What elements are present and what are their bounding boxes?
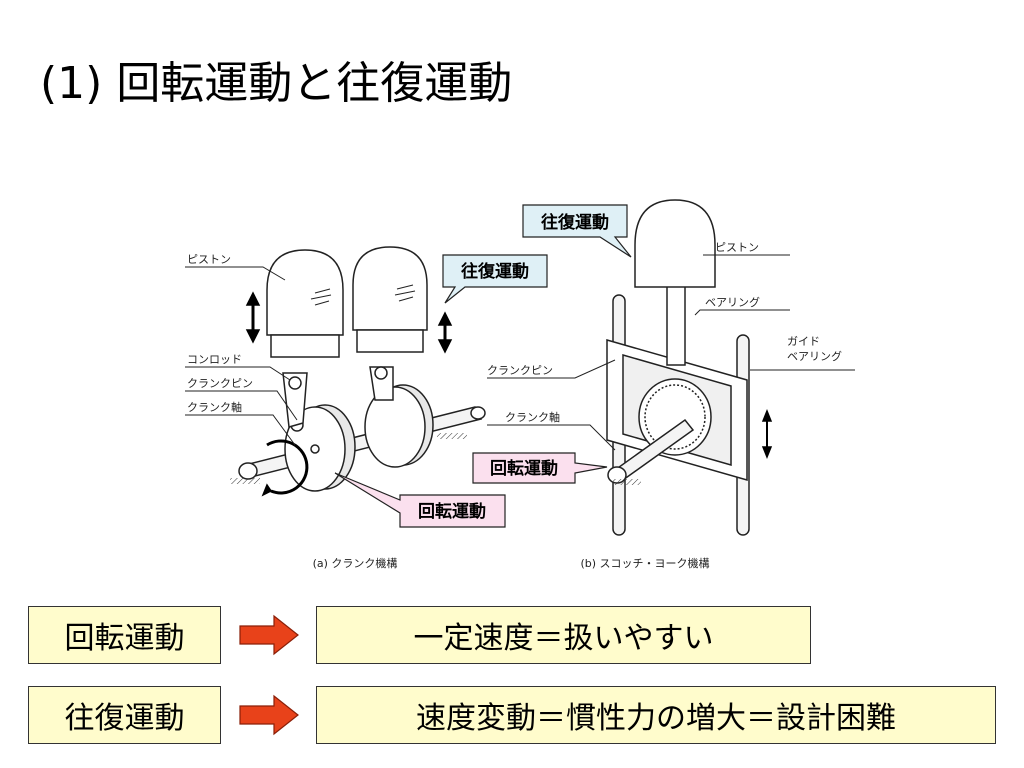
- label-piston-b: ピストン: [715, 241, 759, 254]
- mechanism-diagram: 往復運動 回転運動 ピストン コンロッド クランクピン クランク軸 (a) クラ…: [185, 199, 855, 570]
- label-crankshaft-b: クランク軸: [505, 410, 560, 424]
- motion-box-reciprocating: 往復運動: [28, 686, 221, 744]
- result-box-reciprocating: 速度変動＝慣性力の増大＝設計困難: [316, 686, 996, 744]
- callout-rotation-a: 回転運動: [334, 472, 506, 528]
- callout-rotation-b-text: 回転運動: [490, 458, 558, 479]
- label-guide: ガイド: [787, 335, 820, 348]
- callout-rotation-b: 回転運動: [472, 452, 608, 484]
- label-bearing-b: ベアリング: [705, 295, 760, 309]
- callout-reciprocating-b: 往復運動: [522, 204, 632, 258]
- mechanism-figure: 往復運動 回転運動 ピストン コンロッド クランクピン クランク軸 (a) クラ…: [175, 195, 865, 585]
- crank-mechanism-drawing: [185, 246, 486, 497]
- label-conrod: コンロッド: [187, 353, 242, 366]
- callout-reciprocating-a: 往復運動: [442, 254, 548, 304]
- right-arrow-icon: [239, 694, 299, 736]
- callout-reciprocating-b-text: 往復運動: [541, 212, 609, 233]
- label-guide-bearing: ベアリング: [787, 349, 842, 363]
- caption-scotch-yoke: (b) スコッチ・ヨーク機構: [580, 556, 709, 570]
- label-piston-a: ピストン: [187, 253, 231, 266]
- caption-crank-mechanism: (a) クランク機構: [313, 556, 398, 570]
- label-crankpin-a: クランクピン: [187, 377, 253, 390]
- label-crankshaft-a: クランク軸: [187, 400, 242, 414]
- right-arrow-icon: [239, 614, 299, 656]
- callout-rotation-a-text: 回転運動: [418, 501, 486, 522]
- label-crankpin-b: クランクピン: [487, 364, 553, 377]
- motion-box-rotation: 回転運動: [28, 606, 221, 664]
- slide-title: (1) 回転運動と往復運動: [40, 58, 513, 109]
- callout-reciprocating-a-text: 往復運動: [461, 261, 529, 282]
- scotch-yoke-drawing: [487, 199, 855, 536]
- result-box-rotation: 一定速度＝扱いやすい: [316, 606, 811, 664]
